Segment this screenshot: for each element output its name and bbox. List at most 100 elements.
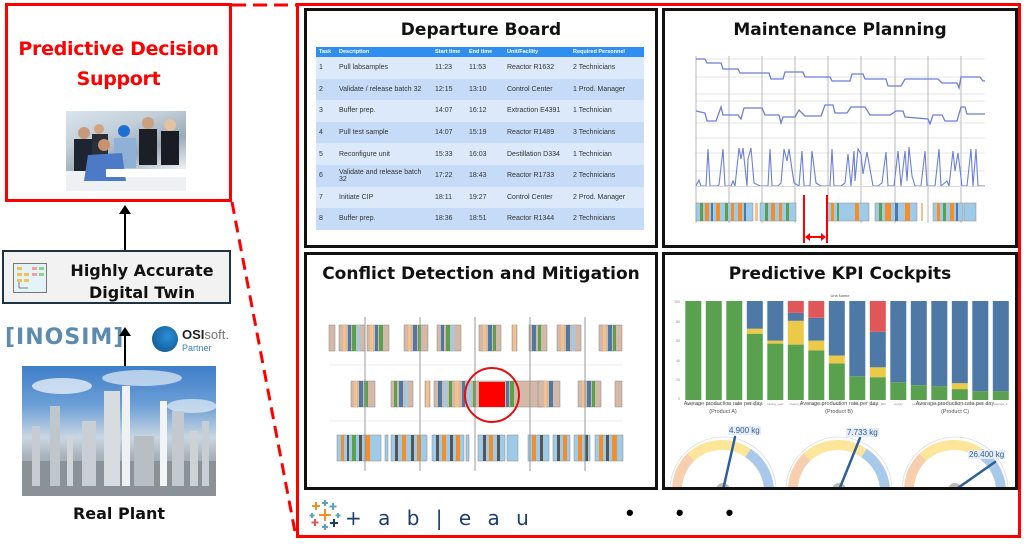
osisoft-logo-icon: [152, 326, 178, 352]
conflict-circle-highlight: [464, 367, 520, 423]
start-time-cell: 18:11: [432, 186, 466, 209]
unit-cell: Control Center: [504, 186, 570, 209]
start-time-cell: 12:15: [432, 78, 466, 101]
kpi-chart-title: Unit Name: [830, 293, 850, 298]
personnel-cell: 2 Technicians: [570, 57, 644, 79]
maintenance-planning-title: Maintenance Planning: [733, 20, 947, 40]
bar-segment: [931, 386, 948, 400]
gauge-subtitle: (Product A): [709, 409, 737, 415]
osisoft-suffix: soft.: [204, 327, 229, 342]
real-plant-label: Real Plant: [72, 504, 166, 523]
gauges-row: Average production rate per day (Product…: [665, 400, 1015, 487]
bar-segment: [992, 391, 1009, 400]
description-cell: Pull test sample: [336, 121, 432, 144]
unit-cell: Reactor R1489: [504, 121, 570, 144]
table-row: 1 Pull labsamples 11:23 11:53 Reactor R1…: [316, 57, 644, 79]
unit-cell: Reactor R1344: [504, 208, 570, 230]
table-row: 4 Pull test sample 14:07 15:19 Reactor R…: [316, 121, 644, 144]
arrow-up-icon: [119, 327, 131, 336]
gauge-subtitle: (Product C): [940, 409, 970, 415]
task-cell: 1: [316, 57, 336, 79]
table-header-row: Task Description Start time End time Uni…: [316, 47, 644, 57]
column-header: End time: [466, 47, 504, 57]
column-header: Start time: [432, 47, 466, 57]
x-tick-label: storage_a: [912, 402, 926, 406]
svg-text:40: 40: [676, 359, 680, 363]
description-cell: Buffer prep.: [336, 208, 432, 230]
bar-segment: [890, 301, 907, 383]
bar-segment: [869, 367, 886, 378]
gauge-b-needle: [838, 436, 862, 487]
x-tick-label: raw_materi: [706, 402, 721, 406]
x-tick-label: scale: [833, 402, 840, 406]
description-cell: Validate / release batch 32: [336, 78, 432, 101]
inosim-logo: [INOSIM]: [5, 325, 125, 350]
gauge-a-title: Average production rate per day (Product…: [665, 400, 781, 416]
svg-text:80: 80: [676, 320, 680, 324]
task-cell: 2: [316, 78, 336, 101]
bar-segment: [767, 340, 784, 344]
bar-segment: [808, 301, 825, 318]
arrow-to-digital-twin: [124, 335, 126, 367]
task-cell: 8: [316, 208, 336, 230]
description-cell: Initiate CIP: [336, 186, 432, 209]
x-tick-label: reactor_901: [808, 402, 824, 406]
x-tick-label: raw_materi: [686, 402, 701, 406]
x-tick-label: storage_b: [994, 402, 1008, 406]
personnel-cell: 1 Technician: [570, 143, 644, 165]
kpi-cockpits-title: Predictive KPI Cockpits: [728, 264, 952, 284]
gauge-subtitle: (Product B): [825, 409, 853, 415]
tableau-logo-icon: [309, 500, 341, 530]
maintenance-planning-panel: Maintenance Planning: [662, 8, 1018, 248]
arrow-up-icon: [119, 205, 131, 214]
personnel-cell: 3 Technicians: [570, 121, 644, 144]
people-planning-photo: [66, 111, 186, 191]
table-row: 3 Buffer prep. 14:07 16:12 Extraction E4…: [316, 100, 644, 122]
start-time-cell: 17:22: [432, 164, 466, 187]
bar-segment: [992, 301, 1009, 392]
bar-segment: [910, 301, 927, 386]
x-tick-label: supply: [894, 402, 903, 406]
start-time-cell: 14:07: [432, 121, 466, 144]
end-time-cell: 16:12: [466, 100, 504, 122]
bar-segment: [849, 376, 866, 400]
gauge-b-title: Average production rate per day (Product…: [781, 400, 897, 416]
bar-segment: [828, 301, 845, 356]
bar-segment: [931, 301, 948, 387]
bar-segment: [746, 333, 763, 400]
conflict-detection-panel: Conflict Detection and Mitigation: [304, 252, 658, 490]
task-cell: 6: [316, 164, 336, 187]
bar-segment: [808, 340, 825, 351]
description-cell: Reconfigure unit: [336, 143, 432, 165]
column-header: Required Personnel: [570, 47, 644, 57]
more-ellipsis: • • •: [626, 500, 752, 525]
bar-segment: [726, 301, 743, 400]
personnel-cell: 1 Technician: [570, 100, 644, 122]
dashed-connector-lines: [230, 3, 298, 538]
end-time-cell: 19:27: [466, 186, 504, 209]
unit-cell: Reactor R1632: [504, 57, 570, 79]
description-cell: Pull labsamples: [336, 57, 432, 79]
conflict-gantt-chart: [328, 317, 624, 471]
bar-segment: [767, 343, 784, 400]
maintenance-timeseries-chart: [695, 56, 985, 243]
end-time-cell: 15:19: [466, 121, 504, 144]
gauge-a-needle: [722, 435, 737, 487]
gauge-a-value: 4.900 kg: [728, 426, 761, 435]
table-row: 8 Buffer prep. 18:36 18:51 Reactor R1344…: [316, 208, 644, 230]
task-cell: 5: [316, 143, 336, 165]
unit-cell: Extraction E4391: [504, 100, 570, 122]
table-row: 7 Initiate CIP 18:11 19:27 Control Cente…: [316, 186, 644, 209]
unit-cell: Control Center: [504, 78, 570, 101]
flowchart-icon: [13, 263, 47, 293]
end-time-cell: 11:53: [466, 57, 504, 79]
description-cell: Buffer prep.: [336, 100, 432, 122]
task-cell: 4: [316, 121, 336, 144]
bar-segment: [828, 363, 845, 400]
conflict-detection-title: Conflict Detection and Mitigation: [322, 264, 640, 284]
start-time-cell: 11:23: [432, 57, 466, 79]
column-header: Unit/Facility: [504, 47, 570, 57]
table-row: 2 Validate / release batch 32 12:15 13:1…: [316, 78, 644, 101]
bar-segment: [787, 320, 804, 345]
table-row: 5 Reconfigure unit 15:33 16:03 Destillat…: [316, 143, 644, 165]
